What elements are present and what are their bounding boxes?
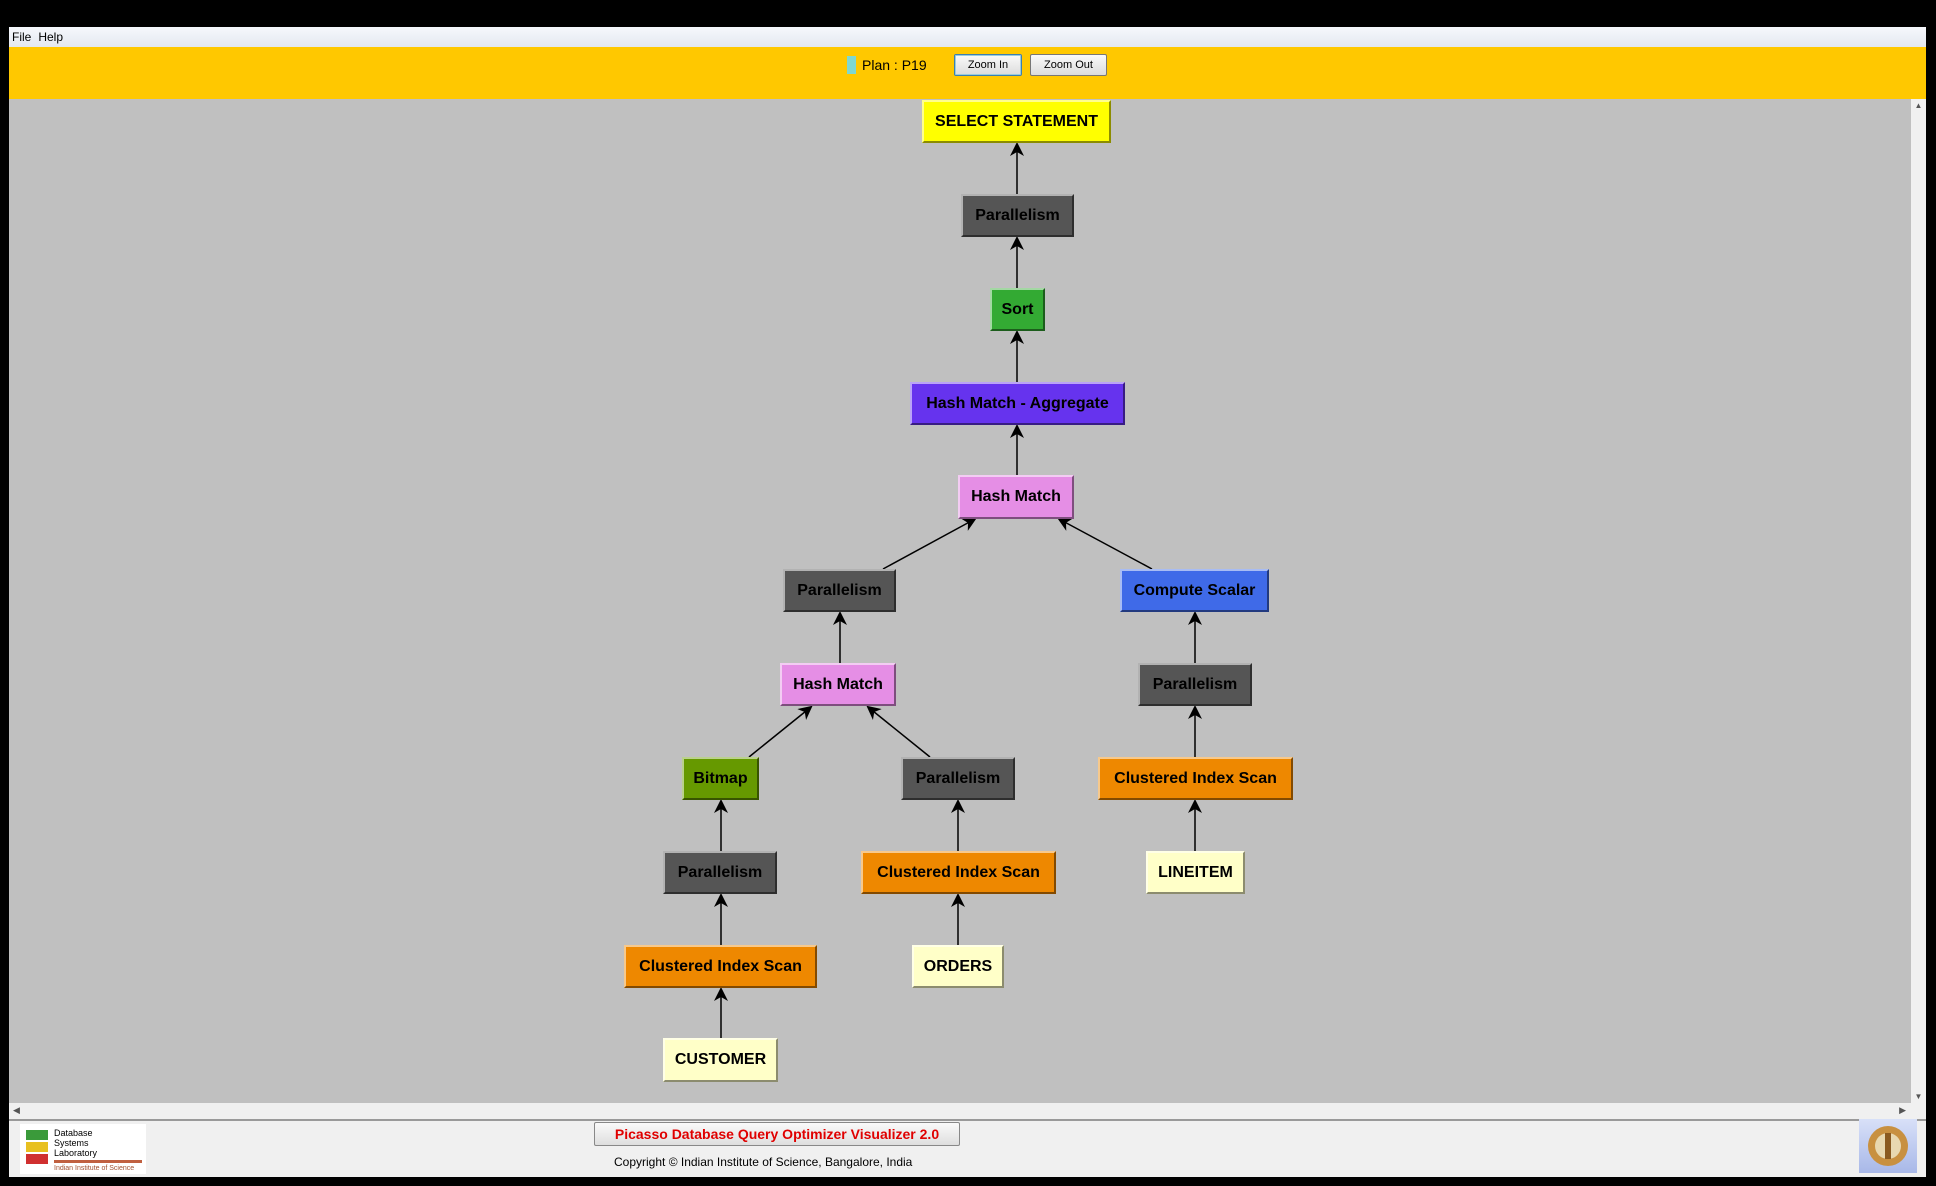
- toolbar: Plan : P19 Zoom In Zoom Out: [9, 47, 1926, 100]
- plan-tree-edges: [714, 142, 1202, 1038]
- plan-color-swatch: [847, 56, 856, 74]
- edge-arrow: [748, 705, 813, 758]
- plan-node-hash-match[interactable]: Hash Match: [958, 475, 1074, 519]
- svg-text:Indian Institute of Science: Indian Institute of Science: [54, 1165, 134, 1172]
- menu-help[interactable]: Help: [38, 30, 64, 44]
- vertical-scrollbar[interactable]: ▲▼: [1911, 99, 1926, 1103]
- plan-node-clustered-index-scan[interactable]: Clustered Index Scan: [861, 851, 1056, 894]
- edge-arrow: [1057, 518, 1153, 570]
- menu-bar: File Help: [9, 27, 1926, 47]
- edge-arrow: [866, 705, 931, 758]
- plan-node-orders[interactable]: ORDERS: [912, 945, 1004, 988]
- menu-file[interactable]: File: [12, 30, 32, 44]
- svg-text:Laboratory: Laboratory: [54, 1148, 98, 1158]
- plan-node-hash-match[interactable]: Hash Match: [780, 663, 896, 706]
- plan-node-clustered-index-scan[interactable]: Clustered Index Scan: [624, 945, 817, 988]
- iisc-emblem-icon: [1859, 1119, 1917, 1173]
- plan-node-sort[interactable]: Sort: [990, 288, 1045, 331]
- plan-node-hash-match-aggregate[interactable]: Hash Match - Aggregate: [910, 382, 1125, 425]
- plan-node-customer[interactable]: CUSTOMER: [663, 1038, 778, 1082]
- svg-text:Database: Database: [54, 1128, 93, 1138]
- plan-node-parallelism[interactable]: Parallelism: [901, 757, 1015, 800]
- plan-node-parallelism[interactable]: Parallelism: [663, 851, 777, 894]
- app-title-button[interactable]: Picasso Database Query Optimizer Visuali…: [594, 1122, 960, 1146]
- plan-node-parallelism[interactable]: Parallelism: [783, 569, 896, 612]
- plan-label: Plan : P19: [862, 57, 927, 73]
- plan-node-lineitem[interactable]: LINEITEM: [1146, 851, 1245, 894]
- plan-node-bitmap[interactable]: Bitmap: [682, 757, 759, 800]
- zoom-in-button[interactable]: Zoom In: [954, 54, 1022, 76]
- copyright-text: Copyright © Indian Institute of Science,…: [614, 1155, 913, 1169]
- svg-text:Systems: Systems: [54, 1138, 89, 1148]
- plan-node-parallelism[interactable]: Parallelism: [1138, 663, 1252, 706]
- plan-node-parallelism[interactable]: Parallelism: [961, 194, 1074, 237]
- plan-node-compute-scalar[interactable]: Compute Scalar: [1120, 569, 1269, 612]
- edge-arrow: [882, 518, 977, 570]
- plan-node-clustered-index-scan[interactable]: Clustered Index Scan: [1098, 757, 1293, 800]
- horizontal-scrollbar[interactable]: ◀▶: [9, 1103, 1926, 1121]
- plan-node-select-statement[interactable]: SELECT STATEMENT: [922, 100, 1111, 143]
- zoom-out-button[interactable]: Zoom Out: [1030, 54, 1107, 76]
